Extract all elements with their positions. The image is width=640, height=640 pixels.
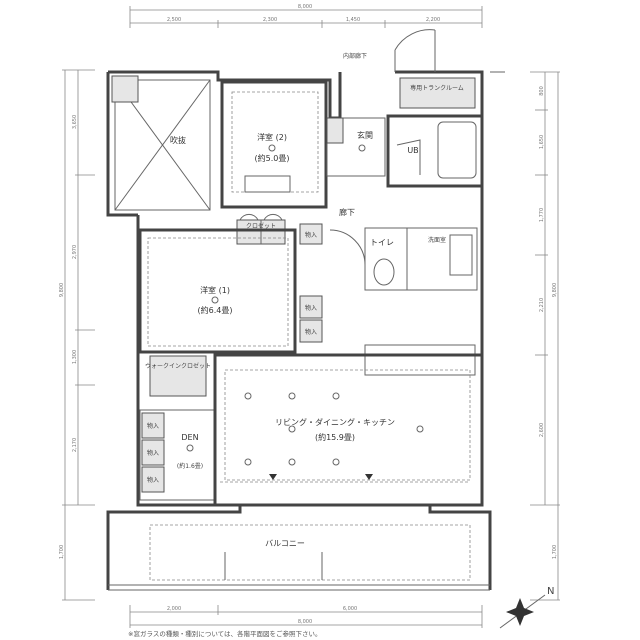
top-dimensions: 8,000 2,500 2,300 1,450 2,200 bbox=[129, 4, 483, 28]
dim-top-4: 2,200 bbox=[426, 17, 440, 23]
dim-top-1: 2,500 bbox=[167, 17, 181, 23]
hallway-door-swing bbox=[329, 229, 366, 266]
dim-right-total: 9,800 bbox=[552, 283, 558, 297]
balcony: バルコニー bbox=[149, 524, 471, 581]
dim-right-2: 1,650 bbox=[539, 135, 545, 149]
storage-1-label: 物入 bbox=[305, 231, 317, 239]
den-size: (約1.6畳) bbox=[177, 462, 203, 470]
washroom: 洗面室 bbox=[406, 227, 478, 291]
room-bedroom2: 洋室 (2) (約5.0畳) bbox=[220, 80, 328, 209]
trunk-room: 専用トランクルーム bbox=[399, 77, 476, 109]
dim-bottom-1: 2,000 bbox=[167, 606, 181, 612]
closet: クロゼット bbox=[236, 213, 286, 245]
entry-door-swing bbox=[394, 29, 436, 51]
storage-2: 物入 物入 bbox=[299, 295, 323, 343]
room-ldk: リビング・ダイニング・キッチン (約15.9畳) bbox=[213, 353, 484, 507]
bedroom2-name: 洋室 (2) bbox=[257, 132, 287, 142]
closet-label: クロゼット bbox=[246, 222, 276, 230]
dim-top-2: 2,300 bbox=[263, 17, 277, 23]
trunk-room-label: 専用トランクルーム bbox=[410, 84, 464, 92]
room-bedroom1: 洋室 (1) (約6.4畳) bbox=[138, 228, 297, 354]
right-dimensions: 800 1,650 1,770 2,210 2,600 9,800 1,700 bbox=[530, 71, 560, 601]
left-dimensions: 9,800 3,650 2,970 1,300 2,170 1,700 bbox=[59, 69, 95, 601]
storage-3-label: 物入 bbox=[305, 328, 317, 336]
dim-right-balcony: 1,700 bbox=[552, 545, 558, 559]
dim-left-2: 2,970 bbox=[72, 245, 78, 259]
bath-label: UB bbox=[407, 146, 418, 155]
dim-bottom-2: 6,000 bbox=[343, 606, 357, 612]
dim-left-1: 3,650 bbox=[72, 115, 78, 129]
toilet-label: トイレ bbox=[370, 238, 394, 247]
kitchen-counter bbox=[364, 344, 476, 376]
dim-right-1: 800 bbox=[539, 86, 545, 96]
den-storage-2: 物入 bbox=[147, 449, 159, 457]
bottom-dimensions: 2,000 6,000 8,000 bbox=[129, 605, 483, 628]
dim-top-total: 8,000 bbox=[298, 4, 312, 10]
room-den: 物入 物入 物入 DEN (約1.6畳) bbox=[139, 409, 216, 501]
dim-right-5: 2,600 bbox=[539, 423, 545, 437]
balcony-label: バルコニー bbox=[265, 539, 305, 548]
north-arrow-icon: N bbox=[499, 586, 554, 629]
den-name: DEN bbox=[181, 433, 198, 442]
dim-bottom-total: 8,000 bbox=[298, 619, 312, 625]
compass-label: N bbox=[547, 586, 554, 597]
storage-2-label: 物入 bbox=[305, 304, 317, 312]
washroom-label: 洗面室 bbox=[428, 236, 446, 244]
toilet: トイレ bbox=[364, 227, 408, 291]
ldk-size: (約15.9畳) bbox=[315, 432, 355, 442]
ldk-name: リビング・ダイニング・キッチン bbox=[275, 417, 395, 427]
dim-right-3: 1,770 bbox=[539, 208, 545, 222]
storage-1: 物入 bbox=[299, 223, 323, 245]
dim-left-4: 2,170 bbox=[72, 438, 78, 452]
bedroom2-size: (約5.0畳) bbox=[255, 153, 290, 163]
bedroom1-size: (約6.4畳) bbox=[198, 305, 233, 315]
footnote: ※窓ガラスの種類・種別については、各階平面図をご参照下さい。 bbox=[128, 629, 322, 638]
room-void-label: 吹抜 bbox=[170, 135, 186, 145]
dim-top-3: 1,450 bbox=[346, 17, 360, 23]
void-area: 吹抜 bbox=[111, 75, 211, 211]
den-storage-1: 物入 bbox=[147, 422, 159, 430]
dim-right-4: 2,210 bbox=[539, 298, 545, 312]
entrance: 玄関 bbox=[326, 117, 386, 177]
unit-bath: UB bbox=[386, 114, 484, 188]
outside-corridor-label: 内部廊下 bbox=[343, 52, 367, 60]
entrance-label: 玄関 bbox=[357, 130, 373, 140]
bedroom1-name: 洋室 (1) bbox=[200, 285, 230, 295]
dim-left-balcony: 1,700 bbox=[59, 545, 65, 559]
dim-left-total: 9,800 bbox=[59, 283, 65, 297]
hallway-label: 廊下 bbox=[339, 207, 355, 217]
walk-in-closet: ウォークインクロゼット bbox=[145, 355, 211, 397]
den-storage-3: 物入 bbox=[147, 476, 159, 484]
wic-label: ウォークインクロゼット bbox=[145, 362, 211, 370]
dim-left-3: 1,300 bbox=[72, 350, 78, 364]
